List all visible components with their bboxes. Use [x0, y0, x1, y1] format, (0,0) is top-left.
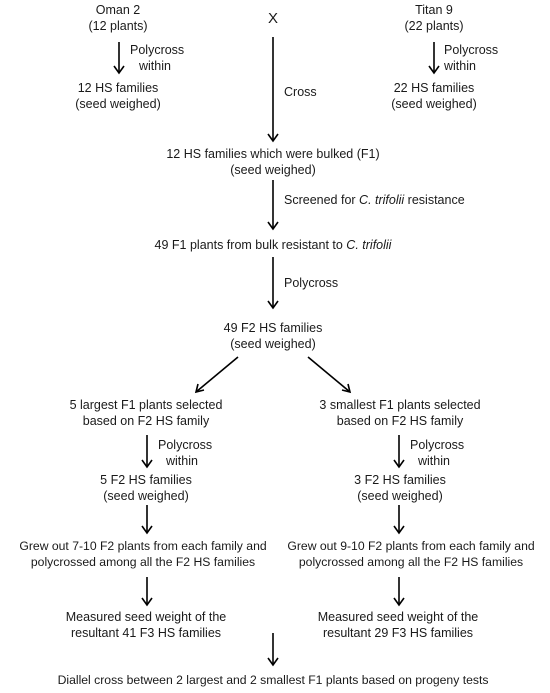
bulked-line2: (seed weighed): [230, 163, 316, 177]
node-oman: Oman 2 (12 plants): [88, 2, 147, 34]
screened-species: C. trifolii: [359, 193, 405, 207]
hs12-line2: (seed weighed): [75, 97, 161, 111]
node-bulked: 12 HS families which were bulked (F1) (s…: [166, 146, 379, 178]
node-f2-49: 49 F2 HS families (seed weighed): [224, 320, 323, 352]
node-largest: 5 largest F1 plants selected based on F2…: [70, 397, 223, 429]
cross-symbol: X: [267, 10, 279, 27]
arrowhead-screened: [267, 221, 279, 231]
arrow-to-smallest: [307, 356, 351, 393]
measured-right-line2: resultant 29 F3 HS families: [322, 626, 474, 640]
f2-49-line1: 49 F2 HS families: [223, 321, 323, 335]
node-titan: Titan 9 (22 plants): [404, 2, 463, 34]
arrowhead-polycross-mid: [267, 300, 279, 310]
largest-line2: based on F2 HS family: [82, 414, 210, 428]
polycross-r2-line2: within: [418, 454, 450, 468]
oman-name: Oman 2: [95, 3, 141, 17]
polycross-r2-line1: Polycross: [410, 438, 465, 452]
label-polycross-right2: Polycross within: [410, 437, 464, 469]
arrowhead-titan-to-hs22: [428, 65, 440, 75]
arrowhead-to-largest: [194, 383, 205, 394]
hs22-line2: (seed weighed): [391, 97, 477, 111]
node-diallel: Diallel cross between 2 largest and 2 sm…: [57, 673, 489, 687]
arrowhead-to-measured-left: [141, 597, 153, 607]
hs12-line1: 12 HS families: [77, 81, 159, 95]
screened-prefix: Screened for: [284, 193, 360, 207]
polycross-l2-line1: Polycross: [158, 438, 213, 452]
resistant-prefix: 49 F1 plants from bulk resistant to: [154, 238, 347, 252]
node-hs12: 12 HS families (seed weighed): [75, 80, 160, 112]
grew-left-line2: polycrossed among all the F2 HS families: [30, 555, 256, 569]
smallest-line2: based on F2 HS family: [336, 414, 464, 428]
measured-left-line2: resultant 41 F3 HS families: [70, 626, 222, 640]
polycross-right-line2: within: [444, 59, 476, 73]
label-screened: Screened for C. trifolii resistance: [284, 192, 465, 208]
polycross-right-line1: Polycross: [444, 43, 499, 57]
f2-5-line1: 5 F2 HS families: [100, 473, 192, 487]
titan-name: Titan 9: [415, 3, 453, 17]
f2-49-line2: (seed weighed): [230, 337, 316, 351]
arrowhead-cross: [267, 133, 279, 143]
label-polycross-left: Polycross within: [130, 42, 184, 74]
resistant-species: C. trifolii: [346, 238, 392, 252]
measured-right-line1: Measured seed weight of the: [317, 610, 479, 624]
arrowhead-polycross-right2: [393, 459, 405, 469]
polycross-left-line2: within: [139, 59, 171, 73]
node-measured-left: Measured seed weight of the resultant 41…: [66, 609, 227, 641]
grew-right-line1: Grew out 9-10 F2 plants from each family…: [287, 539, 535, 553]
arrowhead-to-grew-left: [141, 525, 153, 535]
arrowhead-to-smallest: [341, 383, 352, 394]
arrowhead-to-diallel: [267, 657, 279, 667]
f2-3-line1: 3 F2 HS families: [354, 473, 446, 487]
f2-5-line2: (seed weighed): [103, 489, 189, 503]
node-f2-3: 3 F2 HS families (seed weighed): [354, 472, 446, 504]
node-grew-right: Grew out 9-10 F2 plants from each family…: [287, 538, 534, 570]
label-polycross-right: Polycross within: [444, 42, 498, 74]
grew-right-line2: polycrossed among all the F2 HS families: [298, 555, 524, 569]
arrowhead-to-measured-right: [393, 597, 405, 607]
polycross-l2-line2: within: [166, 454, 198, 468]
bulked-line1: 12 HS families which were bulked (F1): [166, 147, 380, 161]
measured-left-line1: Measured seed weight of the: [65, 610, 227, 624]
arrow-to-largest: [195, 356, 239, 393]
polycross-left-line1: Polycross: [130, 43, 185, 57]
hs22-line1: 22 HS families: [393, 81, 475, 95]
f2-3-line2: (seed weighed): [357, 489, 443, 503]
oman-count: (12 plants): [88, 19, 148, 33]
arrowhead-polycross-left2: [141, 459, 153, 469]
arrowhead-to-grew-right: [393, 525, 405, 535]
label-cross: Cross: [284, 85, 317, 99]
screened-suffix: resistance: [404, 193, 465, 207]
label-polycross-mid: Polycross: [284, 276, 339, 290]
arrowhead-oman-to-hs12: [113, 65, 125, 75]
node-grew-left: Grew out 7-10 F2 plants from each family…: [19, 538, 266, 570]
node-measured-right: Measured seed weight of the resultant 29…: [318, 609, 479, 641]
largest-line1: 5 largest F1 plants selected: [69, 398, 223, 412]
node-resistant: 49 F1 plants from bulk resistant to C. t…: [155, 237, 392, 253]
node-f2-5: 5 F2 HS families (seed weighed): [100, 472, 192, 504]
titan-count: (22 plants): [404, 19, 464, 33]
grew-left-line1: Grew out 7-10 F2 plants from each family…: [19, 539, 267, 553]
label-polycross-left2: Polycross within: [158, 437, 212, 469]
node-smallest: 3 smallest F1 plants selected based on F…: [319, 397, 480, 429]
smallest-line1: 3 smallest F1 plants selected: [319, 398, 481, 412]
node-hs22: 22 HS families (seed weighed): [391, 80, 476, 112]
